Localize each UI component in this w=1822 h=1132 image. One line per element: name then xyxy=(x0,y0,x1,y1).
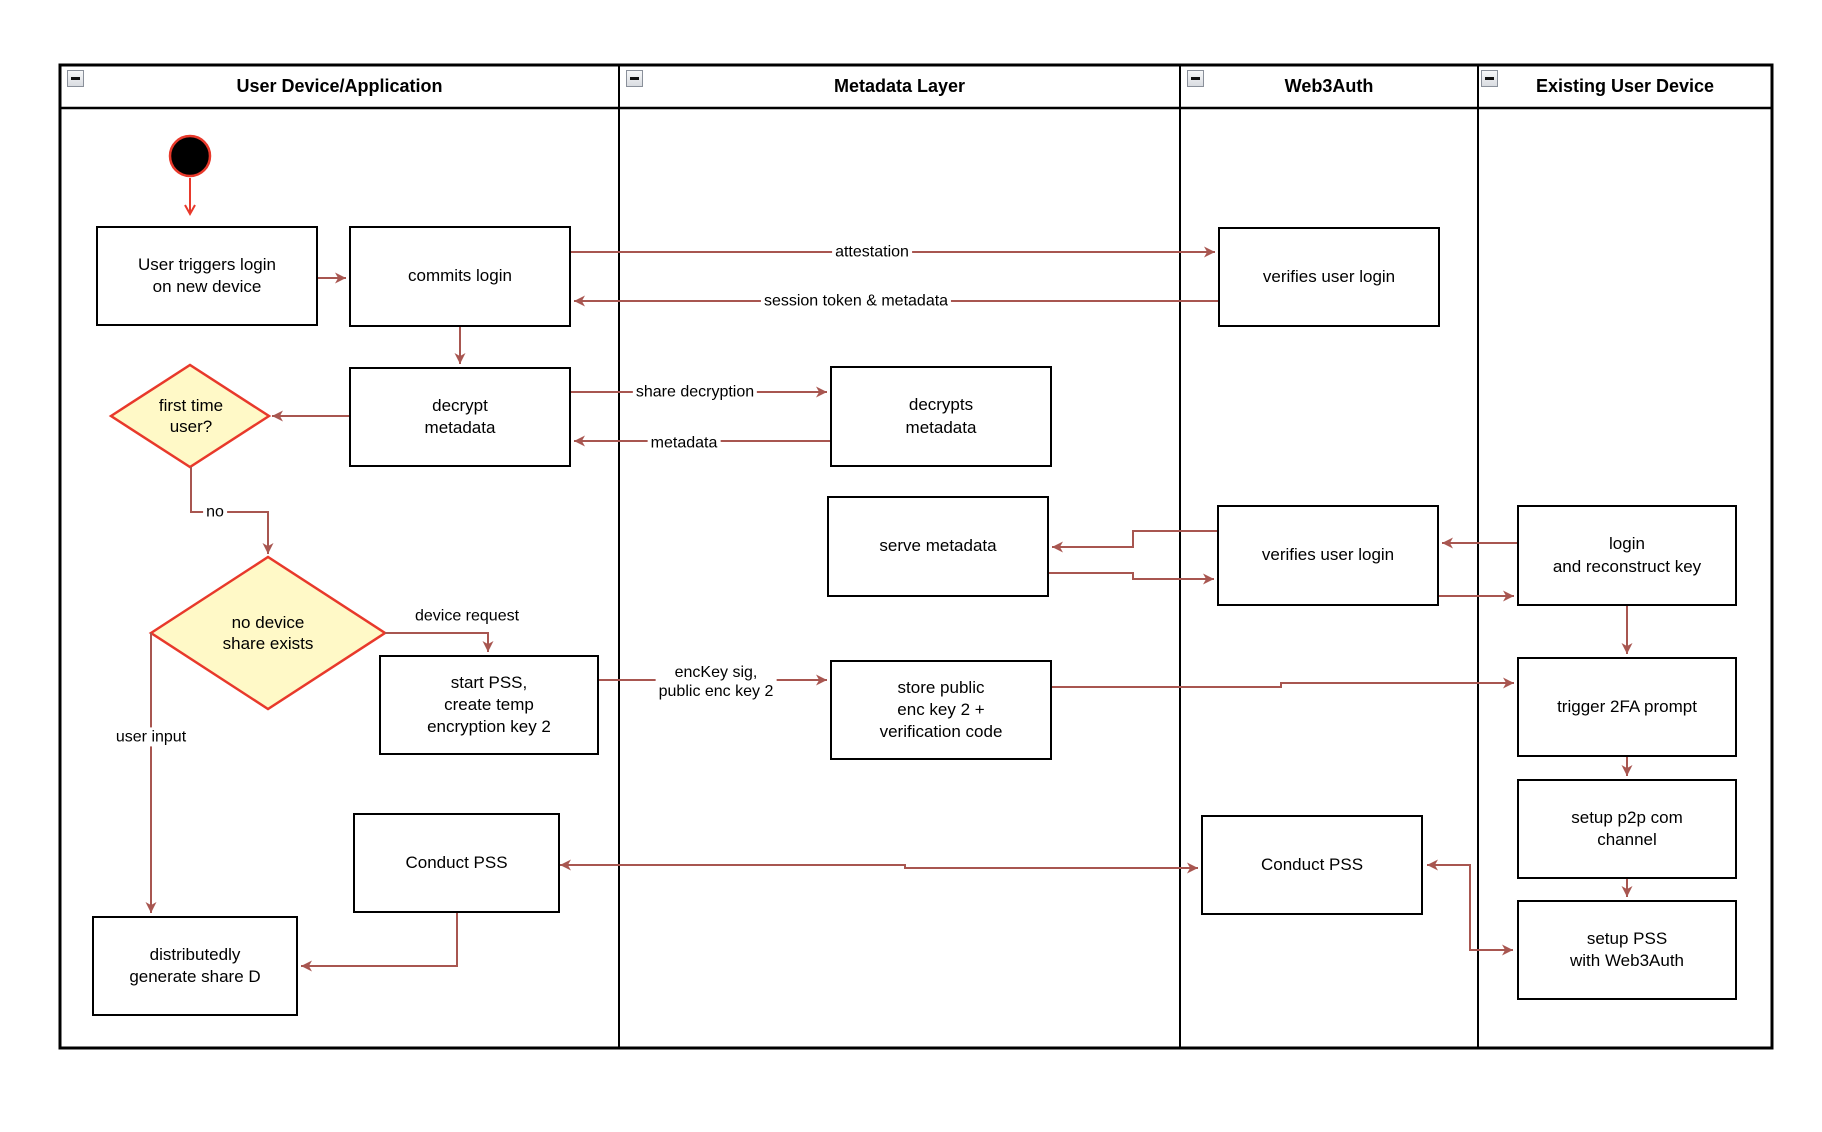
node-user-triggers-login: User triggers login on new device xyxy=(96,226,318,326)
edge-verifies-to-serve xyxy=(1052,530,1217,553)
edge-label-user-input: user input xyxy=(112,727,190,747)
edge-label-device-request: device request xyxy=(414,607,520,625)
collapse-lane-icon[interactable] xyxy=(1187,70,1204,87)
node-conduct-pss-device: Conduct PSS xyxy=(353,813,560,913)
node-login-reconstruct-key: login and reconstruct key xyxy=(1517,505,1737,606)
node-start-pss: start PSS, create temp encryption key 2 xyxy=(379,655,599,755)
edge-serve-to-verifies xyxy=(1049,572,1214,585)
lane-header-metadata: Metadata Layer xyxy=(833,76,966,96)
node-conduct-pss-web3auth: Conduct PSS xyxy=(1201,815,1423,915)
start-node xyxy=(168,134,212,178)
edge-conductpss-bidirectional xyxy=(560,859,1198,874)
node-store-public-key: store public enc key 2 + verification co… xyxy=(830,660,1052,760)
edge-conductpss-to-shared xyxy=(301,913,458,972)
edge-setuppss-bidirectional xyxy=(1427,859,1513,956)
edge-label-attestation: attestation xyxy=(832,242,912,262)
lane-header-user-device: User Device/Application xyxy=(236,76,443,96)
edge-store-to-2fa xyxy=(1052,677,1514,689)
lane-header-web3auth: Web3Auth xyxy=(1284,76,1374,96)
node-setup-p2p: setup p2p com channel xyxy=(1517,779,1737,879)
collapse-lane-icon[interactable] xyxy=(67,70,84,87)
decision-first-time-user xyxy=(108,363,272,469)
decision-label-no-device-share: no device share exists xyxy=(222,612,314,653)
node-serve-metadata: serve metadata xyxy=(827,496,1049,597)
minus-icon xyxy=(630,77,639,80)
node-setup-pss: setup PSS with Web3Auth xyxy=(1517,900,1737,1000)
decision-label-first-time-user: first time user? xyxy=(158,395,224,436)
node-trigger-2fa: trigger 2FA prompt xyxy=(1517,657,1737,757)
node-verifies-user-login-2: verifies user login xyxy=(1217,505,1439,606)
node-decrypts-metadata: decrypts metadata xyxy=(830,366,1052,467)
edge-no-path xyxy=(190,467,274,554)
minus-icon xyxy=(1485,77,1494,80)
edge-label-no: no xyxy=(203,502,227,522)
node-generate-share-d: distributedly generate share D xyxy=(92,916,298,1016)
minus-icon xyxy=(71,77,80,80)
minus-icon xyxy=(1191,77,1200,80)
lane-header-existing-device: Existing User Device xyxy=(1535,76,1715,96)
collapse-lane-icon[interactable] xyxy=(626,70,643,87)
node-decrypt-metadata: decrypt metadata xyxy=(349,367,571,467)
edge-label-share-decryption: share decryption xyxy=(632,382,758,402)
collapse-lane-icon[interactable] xyxy=(1481,70,1498,87)
edge-label-metadata: metadata xyxy=(647,433,721,453)
edge-label-session-token: session token & metadata xyxy=(760,291,952,311)
edge-device-request xyxy=(385,632,494,652)
edge-label-enckey: encKey sig, public enc key 2 xyxy=(655,662,777,702)
node-verifies-user-login-1: verifies user login xyxy=(1218,227,1440,327)
node-commits-login: commits login xyxy=(349,226,571,327)
pool-border xyxy=(58,63,1774,1050)
